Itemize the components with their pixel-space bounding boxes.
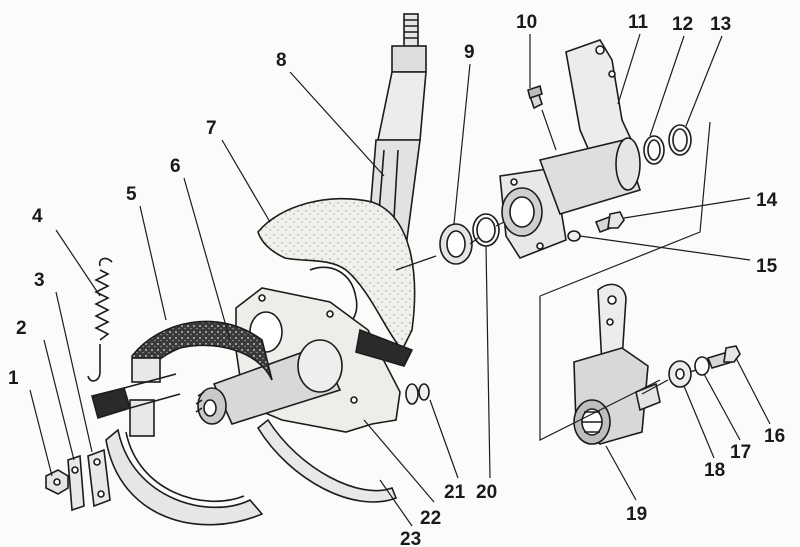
callout-21: 21 — [444, 482, 466, 503]
callout-14: 14 — [756, 190, 778, 211]
washer-part-21 — [405, 383, 430, 405]
callout-6: 6 — [170, 156, 181, 177]
brake-shoe-lower-part-23 — [105, 399, 398, 526]
washer-part-18 — [668, 360, 692, 388]
anchor-pin — [91, 373, 181, 420]
callout-2: 2 — [16, 318, 27, 339]
slack-adjuster-part-19 — [573, 283, 661, 445]
leader-lines — [29, 33, 771, 527]
callout-15: 15 — [756, 256, 778, 277]
bolt-part-14 — [594, 211, 625, 234]
nut-part-1 — [45, 469, 69, 495]
callout-10: 10 — [516, 12, 537, 33]
ring-part-12 — [643, 135, 665, 165]
callout-4: 4 — [32, 206, 43, 227]
lock-plate-part-2 — [67, 454, 85, 512]
axle-housing — [195, 339, 343, 425]
grease-nipple-part-10 — [527, 84, 543, 110]
callout-13: 13 — [710, 14, 731, 35]
callout-16: 16 — [764, 426, 785, 447]
assembly-guide-lines — [395, 121, 711, 441]
callout-9: 9 — [464, 42, 475, 63]
callout-20: 20 — [476, 482, 497, 503]
o-ring-part-20 — [472, 213, 500, 247]
washer-part-15 — [567, 230, 581, 242]
callout-8: 8 — [276, 50, 287, 71]
spring-washer-part-17 — [694, 356, 710, 376]
callout-5: 5 — [126, 184, 137, 205]
callout-11: 11 — [628, 12, 649, 33]
callout-1: 1 — [8, 368, 19, 389]
bolt-part-16 — [706, 345, 741, 369]
callout-7: 7 — [206, 118, 217, 139]
callout-12: 12 — [672, 14, 693, 35]
callout-labels: 1 2 3 4 5 6 7 8 9 10 11 12 13 14 15 16 1… — [8, 12, 785, 547]
callout-17: 17 — [730, 442, 751, 463]
callout-22: 22 — [420, 508, 441, 529]
seal-part-9 — [439, 223, 473, 265]
bracket-part-11 — [499, 39, 642, 259]
link-plate-part-3 — [87, 448, 111, 508]
ring-part-13 — [668, 124, 692, 156]
callout-3: 3 — [34, 270, 45, 291]
callout-23: 23 — [400, 529, 421, 547]
callout-18: 18 — [704, 460, 725, 481]
return-spring-part-4 — [87, 257, 113, 382]
callout-19: 19 — [626, 504, 647, 525]
